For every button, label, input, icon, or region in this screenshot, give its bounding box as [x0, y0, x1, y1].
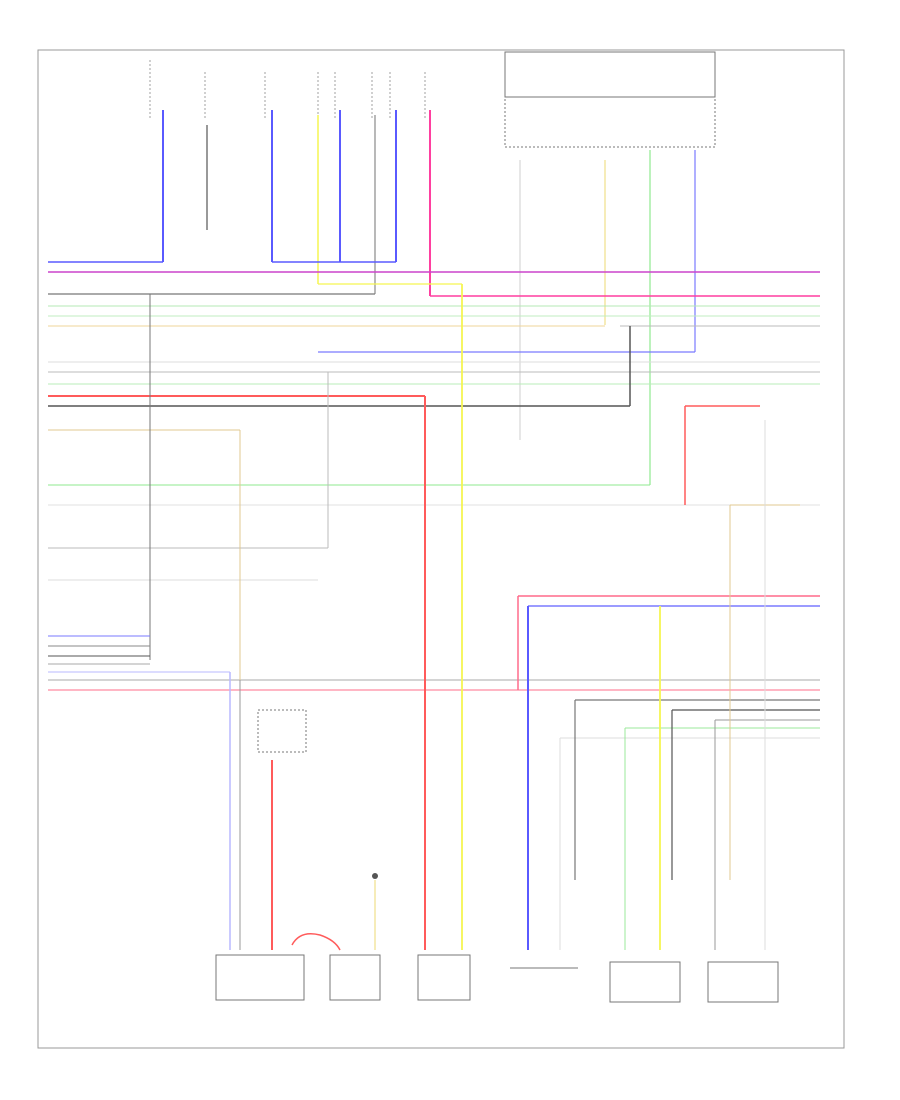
- top-vertical-wires: [162, 110, 696, 485]
- component-box-3: [417, 954, 471, 1001]
- lower-wires: [149, 284, 800, 951]
- component-box-1: [215, 954, 305, 1001]
- fuse-box-lower: [257, 709, 307, 753]
- component-box-2: [329, 954, 381, 1001]
- left-bundle: [48, 635, 230, 673]
- harness-lines: [48, 261, 820, 739]
- ground-symbol: [372, 873, 378, 879]
- component-box-5: [609, 961, 681, 1003]
- top-fuse-area: [149, 51, 716, 148]
- component-box-6: [707, 961, 779, 1003]
- diagram-frame: [37, 49, 845, 1049]
- components: [215, 709, 779, 1003]
